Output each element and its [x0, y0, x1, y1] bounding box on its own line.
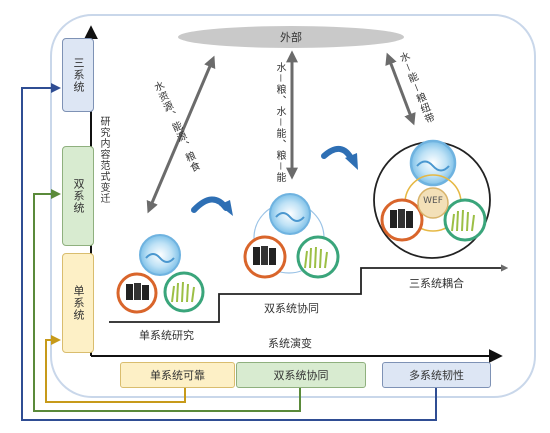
arrow-single-external — [146, 55, 216, 214]
stage-label-triple: 三系统耦合 — [409, 277, 464, 290]
side-box-triple: 三系统 — [62, 38, 94, 112]
side-box-single: 单系统 — [62, 253, 94, 353]
side-box-label: 三系统 — [72, 57, 85, 93]
x-axis-label: 系统演变 — [268, 337, 312, 350]
stage-label-single: 单系统研究 — [139, 329, 194, 342]
stage-triple-system — [373, 139, 491, 259]
bottom-box-triple: 多系统韧性 — [382, 362, 491, 388]
stage-single-system — [116, 234, 205, 314]
water-icon — [269, 193, 311, 235]
bottom-box-single: 单系统可靠 — [120, 362, 235, 388]
external-ellipse: 外部 — [178, 26, 404, 48]
transition-arrow-1 — [191, 196, 233, 216]
stage-label-dual: 双系统协同 — [264, 302, 319, 315]
feedback-line-triple — [21, 83, 437, 421]
bottom-box-dual: 双系统协同 — [236, 362, 366, 388]
side-box-label: 单系统 — [72, 285, 85, 321]
wef-badge — [417, 187, 449, 219]
water-icon — [409, 139, 457, 187]
water-icon — [139, 234, 181, 276]
stage-dual-system — [243, 193, 340, 279]
transition-arrow-2 — [321, 146, 358, 170]
arrow-triple-external — [385, 52, 416, 126]
food-icon — [163, 271, 205, 313]
evolution-step-line — [109, 264, 509, 323]
food-icon — [296, 235, 340, 279]
feedback-line-single — [45, 335, 186, 403]
side-box-dual: 双系统 — [62, 146, 94, 246]
feedback-line-dual — [33, 189, 301, 412]
food-icon — [443, 198, 487, 242]
arrow-label-dual: 水－粮、水－能、粮－能 — [274, 62, 285, 183]
y-axis-label: 研究内容范式变迁 — [98, 116, 109, 204]
wef-badge-label: WEF — [423, 196, 443, 206]
side-box-label: 双系统 — [72, 178, 85, 214]
